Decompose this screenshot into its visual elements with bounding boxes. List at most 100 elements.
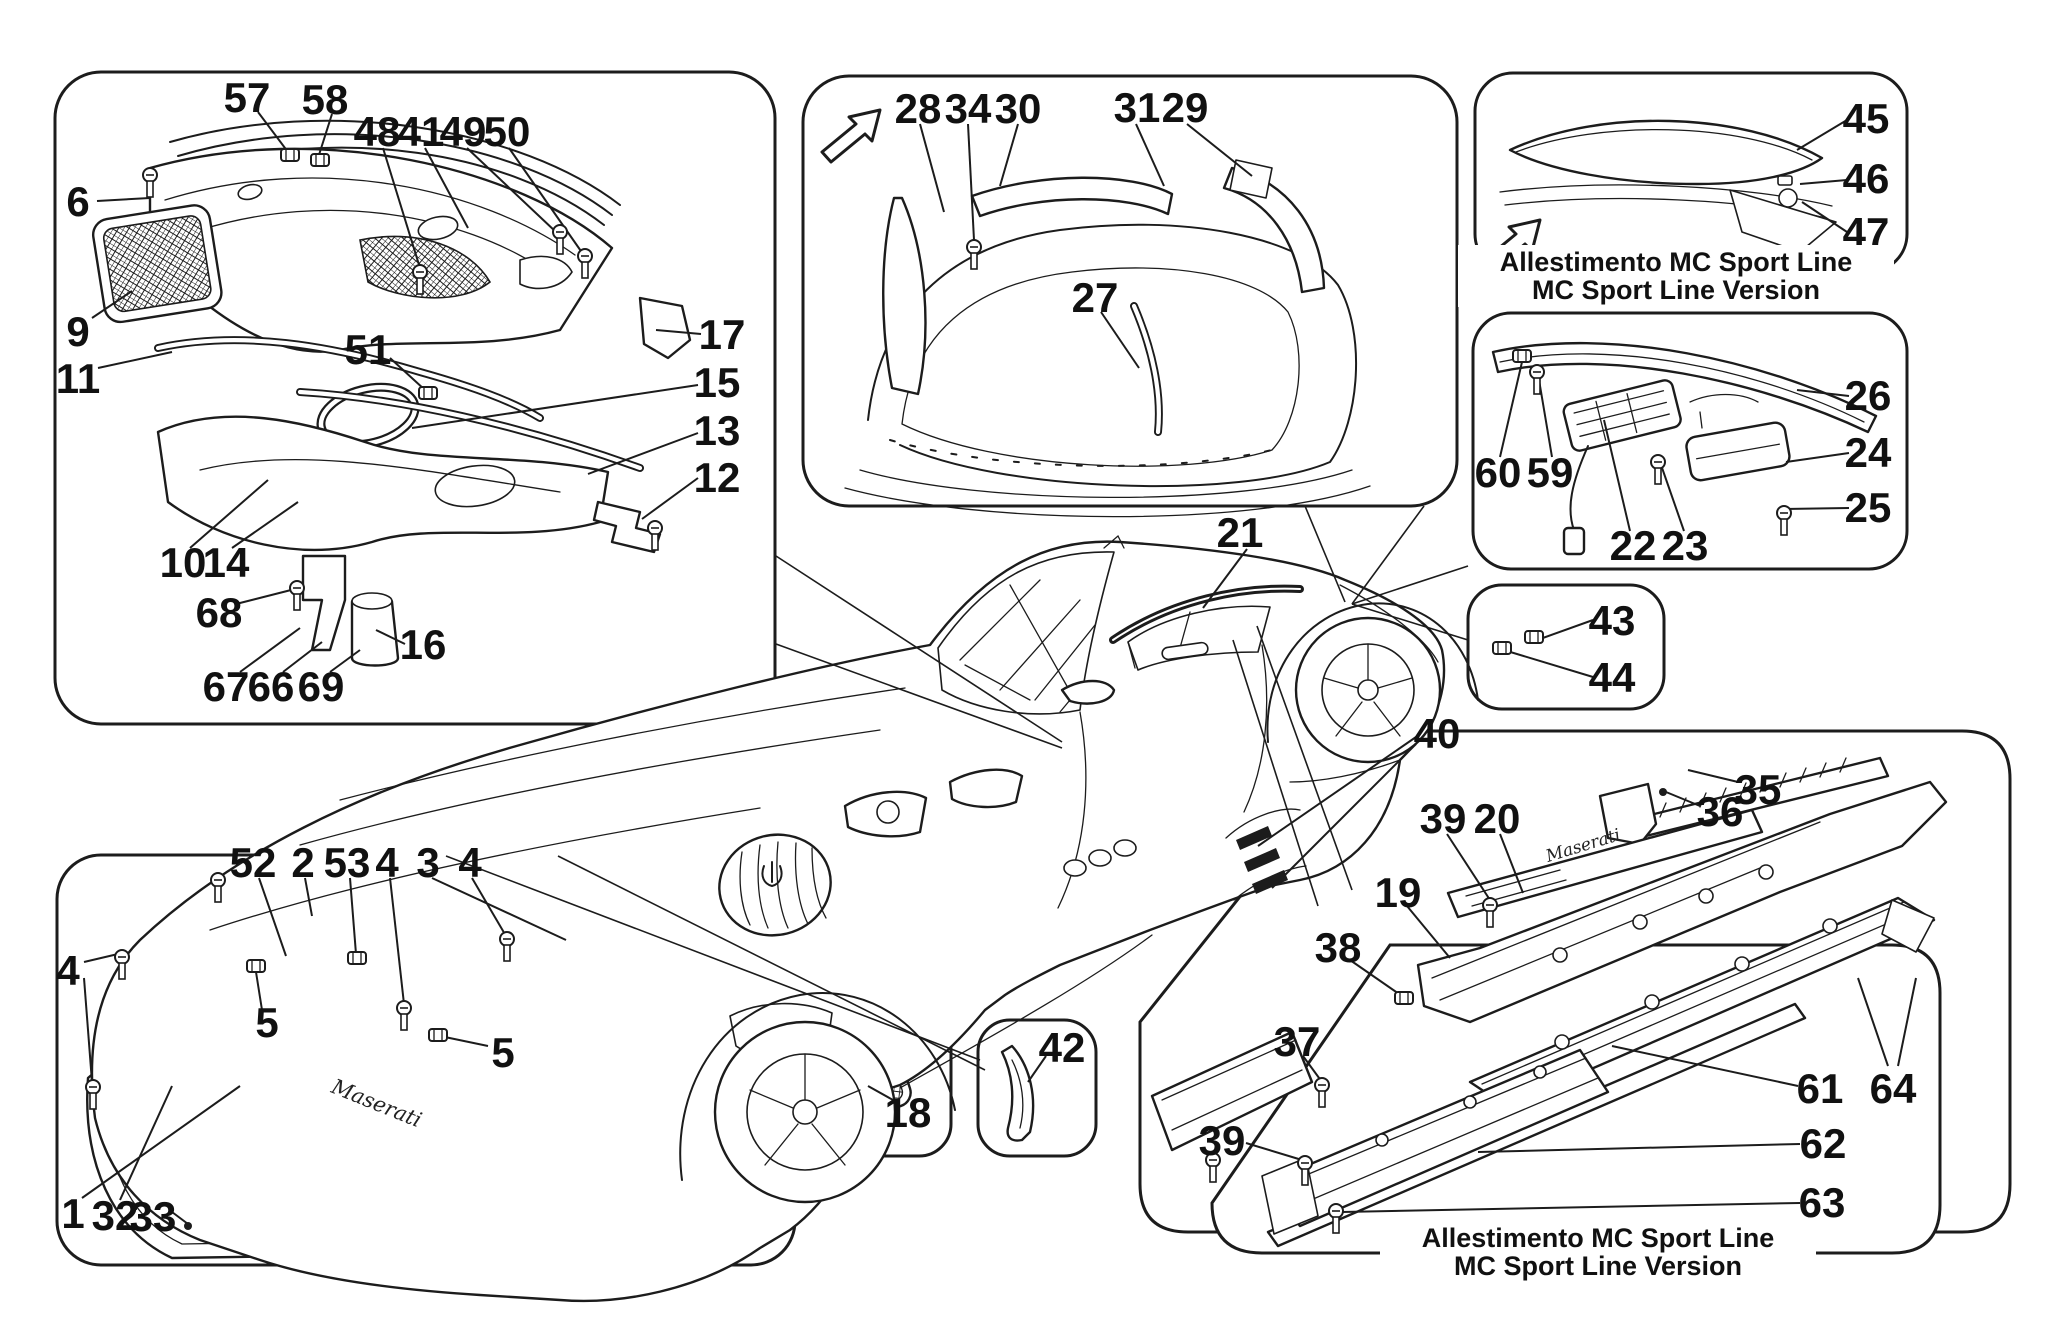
part-label-66: 66 xyxy=(248,663,295,710)
clip-glyph xyxy=(246,959,266,973)
part-label-32: 32 xyxy=(92,1192,139,1239)
leader-line xyxy=(1659,461,1685,532)
leader-line xyxy=(239,627,301,673)
part-label-37: 37 xyxy=(1274,1018,1321,1065)
part-label-22: 22 xyxy=(1610,522,1657,569)
part-label-39: 39 xyxy=(1199,1117,1246,1164)
part-label-41: 41 xyxy=(398,108,445,155)
part-label-49: 49 xyxy=(440,108,487,155)
leader-line xyxy=(466,147,557,233)
leader-line xyxy=(655,329,702,335)
part-label-5: 5 xyxy=(255,999,278,1046)
leader-line xyxy=(1341,1202,1801,1213)
part-label-5: 5 xyxy=(491,1029,514,1076)
clip-glyph xyxy=(280,148,300,162)
spoiler-panel-art xyxy=(1480,119,1837,274)
clip-glyph xyxy=(418,386,438,400)
part-label-18: 18 xyxy=(885,1089,932,1136)
leader-line xyxy=(119,1085,173,1201)
clip-glyph xyxy=(428,1028,448,1042)
part-label-9: 9 xyxy=(66,308,89,355)
caption-text: Allestimento MC Sport Line xyxy=(1500,247,1853,277)
leader-line xyxy=(424,147,469,229)
leader-line xyxy=(231,501,299,549)
clip-glyph xyxy=(1492,641,1512,655)
leader-line xyxy=(1897,977,1917,1067)
part-label-69: 69 xyxy=(298,663,345,710)
part-label-68: 68 xyxy=(196,589,243,636)
panel-clips-box xyxy=(1466,583,1666,711)
part-label-51: 51 xyxy=(345,326,392,373)
leader-line xyxy=(375,629,406,645)
leader-line xyxy=(1611,1045,1799,1087)
hardware-glyphs xyxy=(85,148,1792,1234)
leader-line xyxy=(1499,361,1523,458)
pointer-line xyxy=(1351,505,1425,605)
leader-line xyxy=(1446,833,1491,901)
leader-line xyxy=(1796,389,1850,397)
leader-line xyxy=(1100,311,1140,369)
part-label-6: 6 xyxy=(66,178,89,225)
leader-line xyxy=(257,111,289,153)
leader-line xyxy=(389,357,426,391)
leader-line xyxy=(1499,833,1524,894)
leader-line xyxy=(96,197,151,202)
part-label-27: 27 xyxy=(1072,274,1119,321)
leader-line xyxy=(587,432,699,475)
pointer-line xyxy=(1351,603,1469,641)
leader-line xyxy=(411,384,699,429)
leader-line xyxy=(81,1085,241,1199)
leader-line xyxy=(1257,736,1417,847)
part-label-43: 43 xyxy=(1589,597,1636,644)
leader-line xyxy=(1202,548,1248,609)
leader-line xyxy=(1027,1055,1047,1083)
leader-line xyxy=(189,479,269,549)
part-label-15: 15 xyxy=(694,359,741,406)
leader-line xyxy=(967,123,975,241)
part-label-26: 26 xyxy=(1845,372,1892,419)
part-label-60: 60 xyxy=(1475,449,1522,496)
clip-glyph xyxy=(1524,630,1544,644)
leader-line xyxy=(471,877,507,937)
leader-line xyxy=(1665,791,1701,807)
part-label-29: 29 xyxy=(1162,84,1209,131)
leader-line xyxy=(258,877,287,957)
leader-line xyxy=(1796,119,1848,151)
part-label-52: 52 xyxy=(230,839,277,886)
part-label-39: 39 xyxy=(1420,795,1467,842)
part-label-44: 44 xyxy=(1589,654,1636,701)
part-label-36: 36 xyxy=(1697,788,1744,835)
leader-line xyxy=(919,123,945,213)
leader-line xyxy=(1506,650,1594,678)
part-label-50: 50 xyxy=(484,108,531,155)
part-label-40: 40 xyxy=(1414,710,1461,757)
leader-line xyxy=(867,1085,894,1101)
leader-line xyxy=(1785,452,1850,463)
leader-line xyxy=(1539,619,1594,640)
part-label-35: 35 xyxy=(1735,766,1782,813)
clip-glyph xyxy=(347,951,367,965)
dot-glyph xyxy=(1659,788,1667,796)
leader-line xyxy=(508,147,584,255)
part-label-14: 14 xyxy=(203,539,250,586)
leader-line xyxy=(1857,977,1889,1067)
caption-text: MC Sport Line Version xyxy=(1454,1251,1742,1281)
dot-glyph xyxy=(184,1222,192,1230)
caption-text: Allestimento MC Sport Line xyxy=(1422,1223,1775,1253)
clip-glyph xyxy=(1394,991,1414,1005)
leader-line xyxy=(83,953,119,963)
pointer-line xyxy=(775,555,1063,743)
part-label-64: 64 xyxy=(1870,1065,1917,1112)
part-label-13: 13 xyxy=(694,407,741,454)
part-label-31: 31 xyxy=(1114,84,1161,131)
leader-line xyxy=(91,290,133,319)
part-label-53: 53 xyxy=(324,839,371,886)
car-illustration xyxy=(90,534,1479,1303)
pointer-line xyxy=(557,855,986,1071)
panel-trunk-box xyxy=(801,74,1459,508)
leader-line xyxy=(255,971,263,1011)
caption-backplate xyxy=(1380,1221,1816,1283)
